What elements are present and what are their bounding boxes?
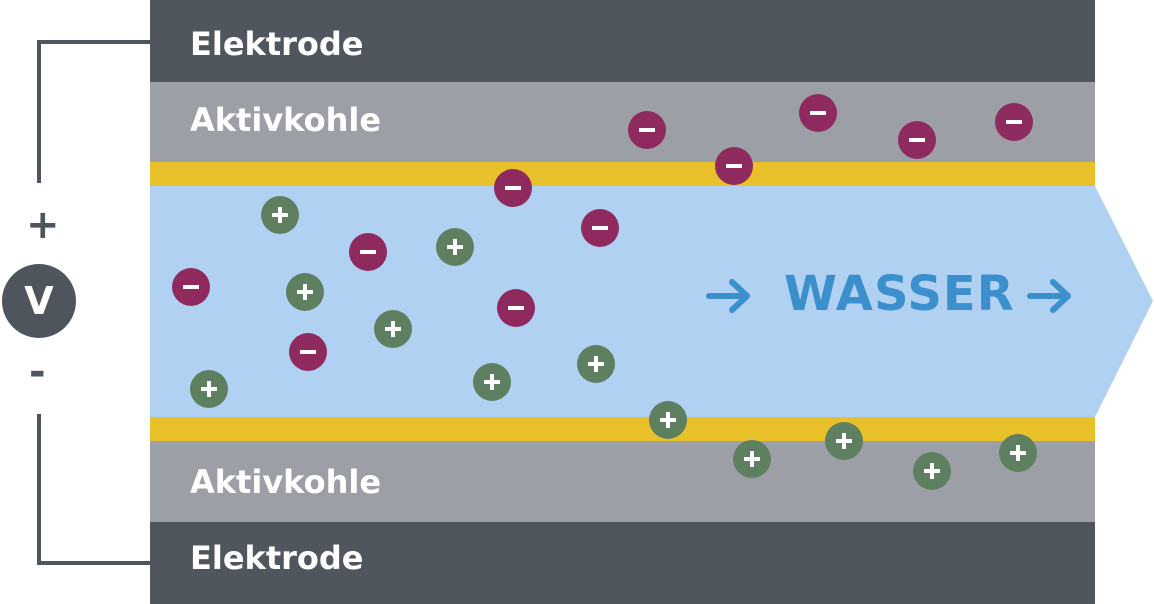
cation-icon: [190, 370, 228, 408]
water-channel: [150, 186, 1153, 417]
arrow-right-icon-right: [1027, 279, 1071, 313]
electrode-top-layer: [150, 0, 1095, 82]
wire-bottom: [37, 414, 150, 565]
cation-icon: [825, 422, 863, 460]
anion-icon: [349, 233, 387, 271]
anion-icon: [715, 147, 753, 185]
anion-icon: [172, 268, 210, 306]
membrane-bottom: [150, 417, 1095, 441]
cation-icon: [374, 310, 412, 348]
arrow-right-icon-left: [706, 279, 750, 313]
cation-icon: [261, 196, 299, 234]
cation-icon: [649, 401, 687, 439]
anion-icon: [289, 333, 327, 371]
label-electrode-bottom: Elektrode: [190, 539, 364, 577]
label-activated-carbon-bottom: Aktivkohle: [190, 463, 382, 501]
polarity-minus: -: [29, 349, 46, 395]
cation-icon: [733, 440, 771, 478]
anion-icon: [494, 169, 532, 207]
membrane-top: [150, 162, 1095, 186]
activated-carbon-top-layer: [150, 82, 1095, 162]
cation-icon: [286, 273, 324, 311]
wire-top: [37, 40, 150, 183]
cation-icon: [577, 345, 615, 383]
ions: [172, 94, 1037, 490]
anion-icon: [898, 121, 936, 159]
anion-icon: [799, 94, 837, 132]
label-activated-carbon-top: Aktivkohle: [190, 101, 382, 139]
anion-icon: [628, 111, 666, 149]
anion-icon: [497, 289, 535, 327]
cation-icon: [436, 228, 474, 266]
voltmeter-icon: V: [2, 264, 76, 338]
label-electrode-top: Elektrode: [190, 25, 364, 63]
anion-icon: [995, 103, 1033, 141]
electrode-bottom-layer: [150, 522, 1095, 604]
anion-icon: [581, 209, 619, 247]
cation-icon: [473, 363, 511, 401]
water-label: WASSER: [784, 266, 1015, 322]
cation-icon: [999, 434, 1037, 472]
cation-icon: [913, 452, 951, 490]
polarity-plus: +: [26, 202, 60, 248]
